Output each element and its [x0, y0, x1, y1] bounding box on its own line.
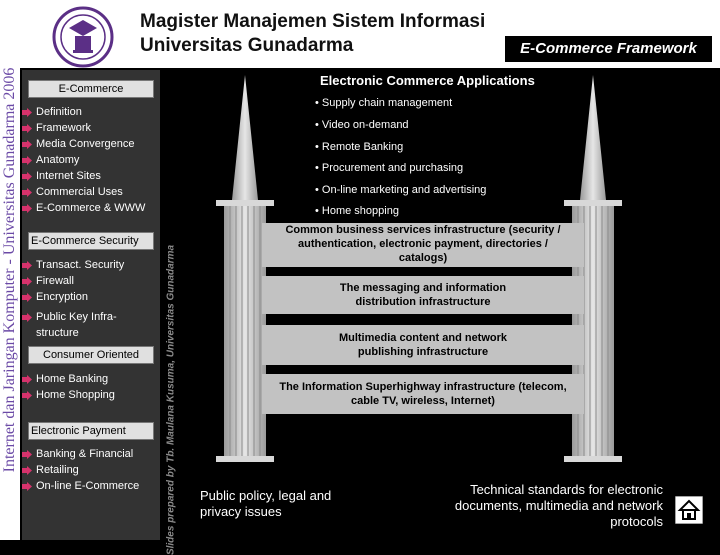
arrow-right-icon	[22, 123, 32, 133]
left-nav-panel: E-Commerce Definition Framework Media Co…	[22, 70, 160, 540]
arrow-right-icon	[22, 260, 32, 270]
band-business-services: Common business services infrastructure …	[262, 223, 584, 267]
right-pillar-label: Technical standards for electronic docum…	[454, 482, 663, 529]
arrow-right-icon	[22, 481, 32, 491]
nav-group-2: Transact. Security Firewall Encryption P…	[22, 257, 124, 341]
arrow-right-icon	[22, 465, 32, 475]
nav-item-firewall[interactable]: Firewall	[22, 273, 124, 289]
app-item: • Home shopping	[315, 205, 399, 217]
band-superhighway: The Information Superhighway infrastruct…	[262, 374, 584, 414]
arrow-right-icon	[22, 292, 32, 302]
arrow-right-icon	[22, 139, 32, 149]
nav-item-online-ecommerce[interactable]: On-line E-Commerce	[22, 478, 139, 494]
arrow-right-icon	[22, 187, 32, 197]
arrow-right-icon	[22, 171, 32, 181]
section-ecommerce-security[interactable]: E-Commerce Security	[28, 232, 154, 250]
section-tag: E-Commerce Framework	[505, 36, 712, 62]
app-item: • Supply chain management	[315, 97, 453, 109]
arrow-right-icon	[22, 449, 32, 459]
nav-item-public-key-cont[interactable]: structure	[36, 327, 79, 339]
side-banner-text: Internet dan Jaringan Komputer - Univers…	[1, 67, 18, 473]
band-multimedia: Multimedia content and network publishin…	[262, 325, 584, 365]
nav-item-media-convergence[interactable]: Media Convergence	[22, 136, 145, 152]
arrow-right-icon	[22, 374, 32, 384]
arrow-right-icon	[22, 276, 32, 286]
nav-item-home-banking[interactable]: Home Banking	[22, 371, 115, 387]
title-line-1: Magister Manajemen Sistem Informasi	[140, 11, 486, 32]
section-electronic-payment[interactable]: Electronic Payment	[28, 422, 154, 440]
left-pillar-label: Public policy, legal and privacy issues	[200, 488, 332, 519]
title-line-2: Universitas Gunadarma	[140, 35, 354, 56]
nav-group-3: Home Banking Home Shopping	[22, 371, 115, 403]
nav-group-4: Banking & Financial Retailing On-line E-…	[22, 446, 139, 494]
arrow-right-icon	[22, 155, 32, 165]
side-banner: Internet dan Jaringan Komputer - Univers…	[0, 0, 20, 540]
arrow-right-icon	[22, 107, 32, 117]
app-item: • Procurement and purchasing	[315, 162, 464, 174]
arrow-right-icon	[22, 203, 32, 213]
nav-item-home-shopping[interactable]: Home Shopping	[22, 387, 115, 403]
arrow-right-icon	[22, 390, 32, 400]
app-item: • On-line marketing and advertising	[315, 184, 487, 196]
app-item: • Video on-demand	[315, 119, 409, 131]
nav-item-transact-security[interactable]: Transact. Security	[22, 257, 124, 273]
left-pillar	[216, 75, 274, 462]
university-logo	[52, 6, 114, 68]
nav-item-public-key[interactable]: Public Key Infra-	[22, 309, 124, 325]
credit-text: Slides prepared by Tb. Maulana Kusuma, U…	[165, 244, 177, 555]
nav-item-definition[interactable]: Definition	[22, 104, 145, 120]
section-ecommerce[interactable]: E-Commerce	[28, 80, 154, 98]
nav-item-ecommerce-www[interactable]: E-Commerce & WWW	[22, 200, 145, 216]
band-messaging: The messaging and information distributi…	[262, 276, 584, 314]
nav-item-banking-financial[interactable]: Banking & Financial	[22, 446, 139, 462]
nav-item-anatomy[interactable]: Anatomy	[22, 152, 145, 168]
nav-item-encryption[interactable]: Encryption	[22, 289, 124, 305]
home-icon[interactable]	[675, 496, 703, 524]
nav-item-retailing[interactable]: Retailing	[22, 462, 139, 478]
section-consumer-oriented[interactable]: Consumer Oriented	[28, 346, 154, 364]
page-title: Magister Manajemen Sistem Informasi Univ…	[140, 10, 485, 58]
nav-group-1: Definition Framework Media Convergence A…	[22, 104, 145, 216]
credit-strip: Slides prepared by Tb. Maulana Kusuma, U…	[160, 70, 182, 555]
nav-item-internet-sites[interactable]: Internet Sites	[22, 168, 145, 184]
applications-title: Electronic Commerce Applications	[320, 73, 535, 88]
nav-item-framework[interactable]: Framework	[22, 120, 145, 136]
app-item: • Remote Banking	[315, 141, 404, 153]
nav-item-commercial-uses[interactable]: Commercial Uses	[22, 184, 145, 200]
arrow-right-icon	[22, 312, 32, 322]
